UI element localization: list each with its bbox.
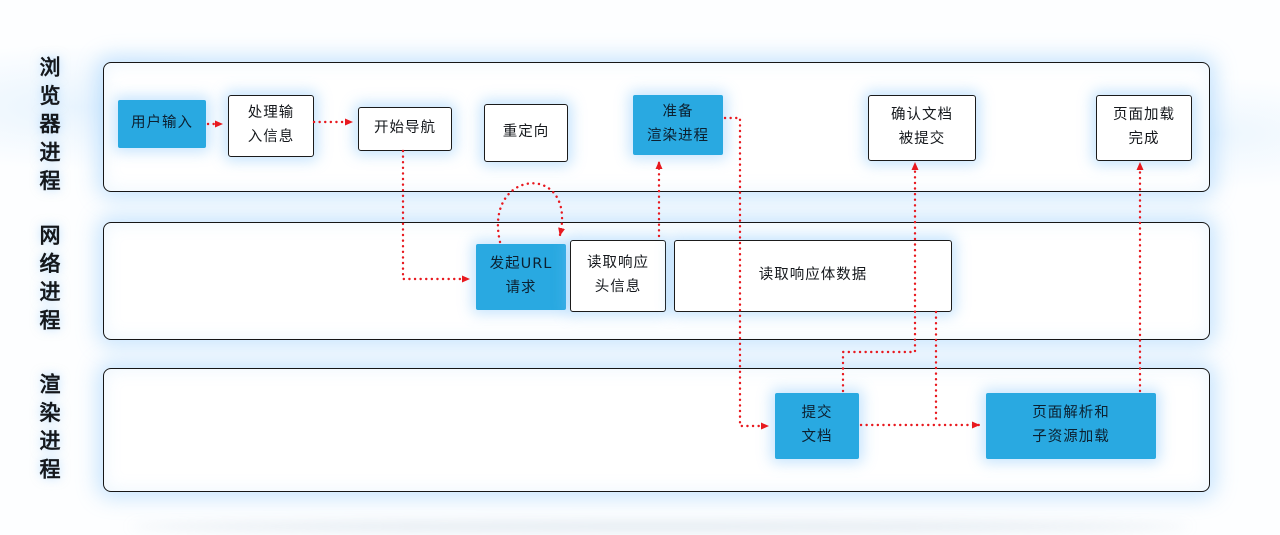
node-process-input: 处理输 入信息 — [228, 95, 314, 157]
node-parse-page: 页面解析和 子资源加载 — [986, 393, 1156, 459]
node-start-navigation: 开始导航 — [358, 107, 452, 151]
node-request-url: 发起URL 请求 — [476, 244, 566, 310]
node-confirm-commit: 确认文档 被提交 — [868, 95, 976, 161]
node-commit-document: 提交 文档 — [775, 393, 859, 459]
lane-label-network-process: 网络进程 — [37, 224, 61, 338]
node-read-response-headers: 读取响应 头信息 — [570, 240, 666, 312]
lane-label-renderer-process: 渲染进程 — [37, 373, 61, 487]
node-redirect: 重定向 — [484, 104, 568, 162]
node-page-loaded: 页面加载 完成 — [1096, 95, 1192, 161]
watercolor-smudge — [130, 522, 1190, 531]
node-prepare-renderer: 准备 渲染进程 — [633, 95, 723, 155]
lane-label-browser-process: 浏览器进程 — [37, 56, 61, 198]
node-user-input: 用户输入 — [118, 100, 206, 148]
node-read-response-body: 读取响应体数据 — [674, 240, 952, 312]
